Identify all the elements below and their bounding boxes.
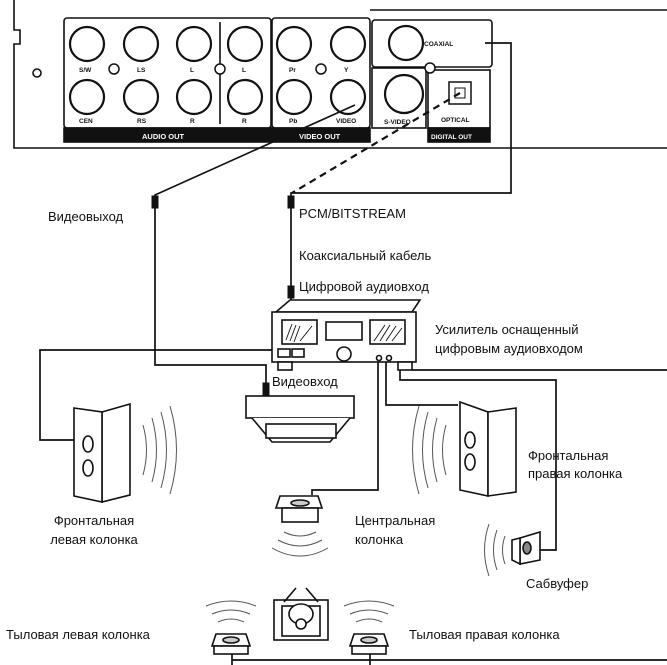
digital-out-label: DIGITAL OUT: [431, 134, 472, 141]
jack-label-video: VIDEO: [336, 118, 356, 125]
jack-ls: [122, 25, 160, 63]
coaxial-cable: [290, 42, 512, 300]
s-video-label: S-VIDEO: [384, 119, 411, 126]
tv: [245, 395, 355, 443]
jack-video: [329, 78, 367, 116]
jack-y: [329, 25, 367, 63]
digital-audio-input-label: Цифровой аудиовход: [299, 279, 429, 294]
jack-l1: [175, 25, 213, 63]
jack-label-y: Y: [344, 67, 349, 74]
listener-seat: [273, 587, 329, 641]
video-out-label: VIDEO OUT: [299, 132, 341, 141]
rear-right-waves: [343, 600, 395, 623]
subwoofer-cable: [399, 362, 557, 551]
jack-pr: [275, 25, 313, 63]
rear-right-label: Тыловая правая колонка: [409, 627, 560, 642]
subwoofer: [511, 530, 541, 566]
jack-label-sw: S/W: [79, 67, 92, 74]
subwoofer-label: Сабвуфер: [526, 576, 589, 591]
jack-label-rs: RS: [137, 118, 147, 125]
coaxial-label: COAXIAL: [424, 41, 453, 48]
jack-label-pb: Pb: [289, 118, 297, 125]
center-cable: [311, 362, 379, 495]
rear-left-speaker: [210, 633, 252, 655]
front-right-label-line2: правая колонка: [528, 466, 623, 481]
jack-rs: [122, 78, 160, 116]
jack-r1: [175, 78, 213, 116]
screw-hole: [32, 68, 42, 78]
front-left-waves: [142, 405, 177, 495]
jack-label-r2: R: [242, 118, 247, 125]
jack-label-l2: L: [242, 67, 246, 74]
center-waves: [271, 531, 329, 557]
video-out-jacks: [275, 25, 367, 116]
amplifier: [271, 299, 422, 371]
audio-out-jacks: [68, 25, 264, 116]
rear-left-label: Тыловая левая колонка: [6, 627, 150, 642]
center-speaker: [274, 495, 324, 523]
coaxial-cable-label: Коаксиальный кабель: [299, 248, 432, 263]
jack-sw: [68, 25, 106, 63]
rear-left-waves: [205, 600, 257, 623]
amplifier-label-line1: Усилитель оснащенный: [435, 322, 579, 337]
jack-label-r1: R: [190, 118, 195, 125]
video-cable: [154, 104, 356, 395]
video-input-label: Видеовход: [272, 374, 338, 389]
center-label-line2: колонка: [355, 532, 404, 547]
front-right-speaker: [459, 400, 517, 497]
jack-pb: [275, 78, 313, 116]
front-left-speaker: [73, 402, 131, 504]
center-label-line1: Центральная: [355, 513, 436, 528]
front-right-cable: [385, 362, 458, 406]
cable-plugs: [151, 195, 295, 396]
jack-coaxial: [387, 24, 425, 62]
optical-cable: [291, 92, 461, 194]
jack-r2: [226, 78, 264, 116]
front-left-label-line1: Фронтальная: [53, 513, 135, 528]
jack-label-l1: L: [190, 67, 194, 74]
front-right-label-line1: Фронтальная: [528, 448, 609, 463]
rear-speaker-cables: [231, 652, 667, 665]
pcm-bitstream-label: PCM/BITSTREAM: [299, 206, 406, 221]
jack-label-ls: LS: [137, 67, 146, 74]
jack-label-cen: CEN: [79, 118, 93, 125]
video-output-label: Видеовыход: [48, 209, 124, 224]
front-left-label-line2: левая колонка: [50, 532, 138, 547]
jack-s-video: [383, 73, 425, 115]
rear-right-speaker: [348, 633, 390, 655]
jack-l2: [226, 25, 264, 63]
jack-label-pr: Pr: [289, 67, 296, 74]
amplifier-label-line2: цифровым аудиовходом: [435, 341, 583, 356]
front-right-waves: [412, 405, 447, 495]
subwoofer-waves: [484, 523, 506, 577]
optical-label: OPTICAL: [441, 117, 470, 124]
jack-cen: [68, 78, 106, 116]
audio-out-label: AUDIO OUT: [142, 132, 185, 141]
